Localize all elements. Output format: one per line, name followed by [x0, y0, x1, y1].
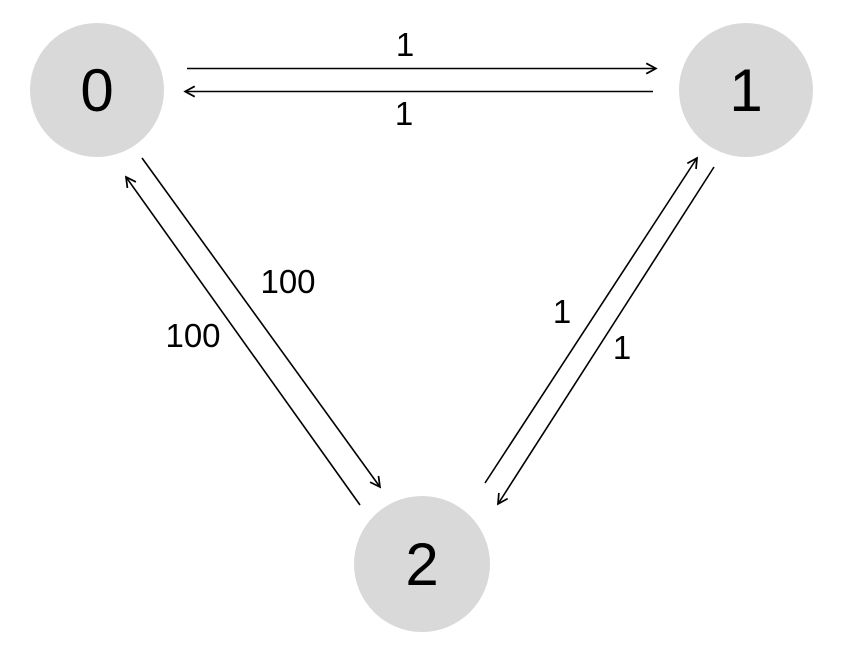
edge-line-2-to-1	[484, 158, 697, 484]
edge-line-0-to-2	[141, 157, 380, 487]
edge-line-2-to-0	[126, 177, 361, 506]
edge-weight-0-to-1: 1	[396, 26, 414, 63]
edge-1-to-0: 1	[185, 92, 653, 132]
edge-weight-2-to-0: 100	[165, 317, 220, 354]
edge-2-to-0: 100	[126, 177, 361, 506]
node-2-circle	[354, 496, 490, 632]
node-0-label: 0	[80, 57, 113, 124]
node-2: 2	[354, 496, 490, 632]
node-2-label: 2	[405, 531, 438, 598]
edge-weight-1-to-2: 1	[613, 329, 631, 366]
node-0: 0	[30, 23, 164, 157]
node-1: 1	[679, 23, 813, 157]
edge-0-to-2: 100	[141, 157, 380, 487]
edge-line-1-to-2	[498, 166, 715, 504]
edge-weight-2-to-1: 1	[553, 293, 571, 330]
node-1-circle	[679, 23, 813, 157]
node-1-label: 1	[729, 57, 762, 124]
edge-2-to-1: 1	[484, 158, 697, 484]
edge-weight-0-to-2: 100	[260, 263, 315, 300]
edge-weight-1-to-0: 1	[395, 95, 413, 132]
node-0-circle	[30, 23, 164, 157]
edge-1-to-2: 1	[498, 166, 715, 504]
edge-0-to-1: 1	[187, 26, 656, 69]
